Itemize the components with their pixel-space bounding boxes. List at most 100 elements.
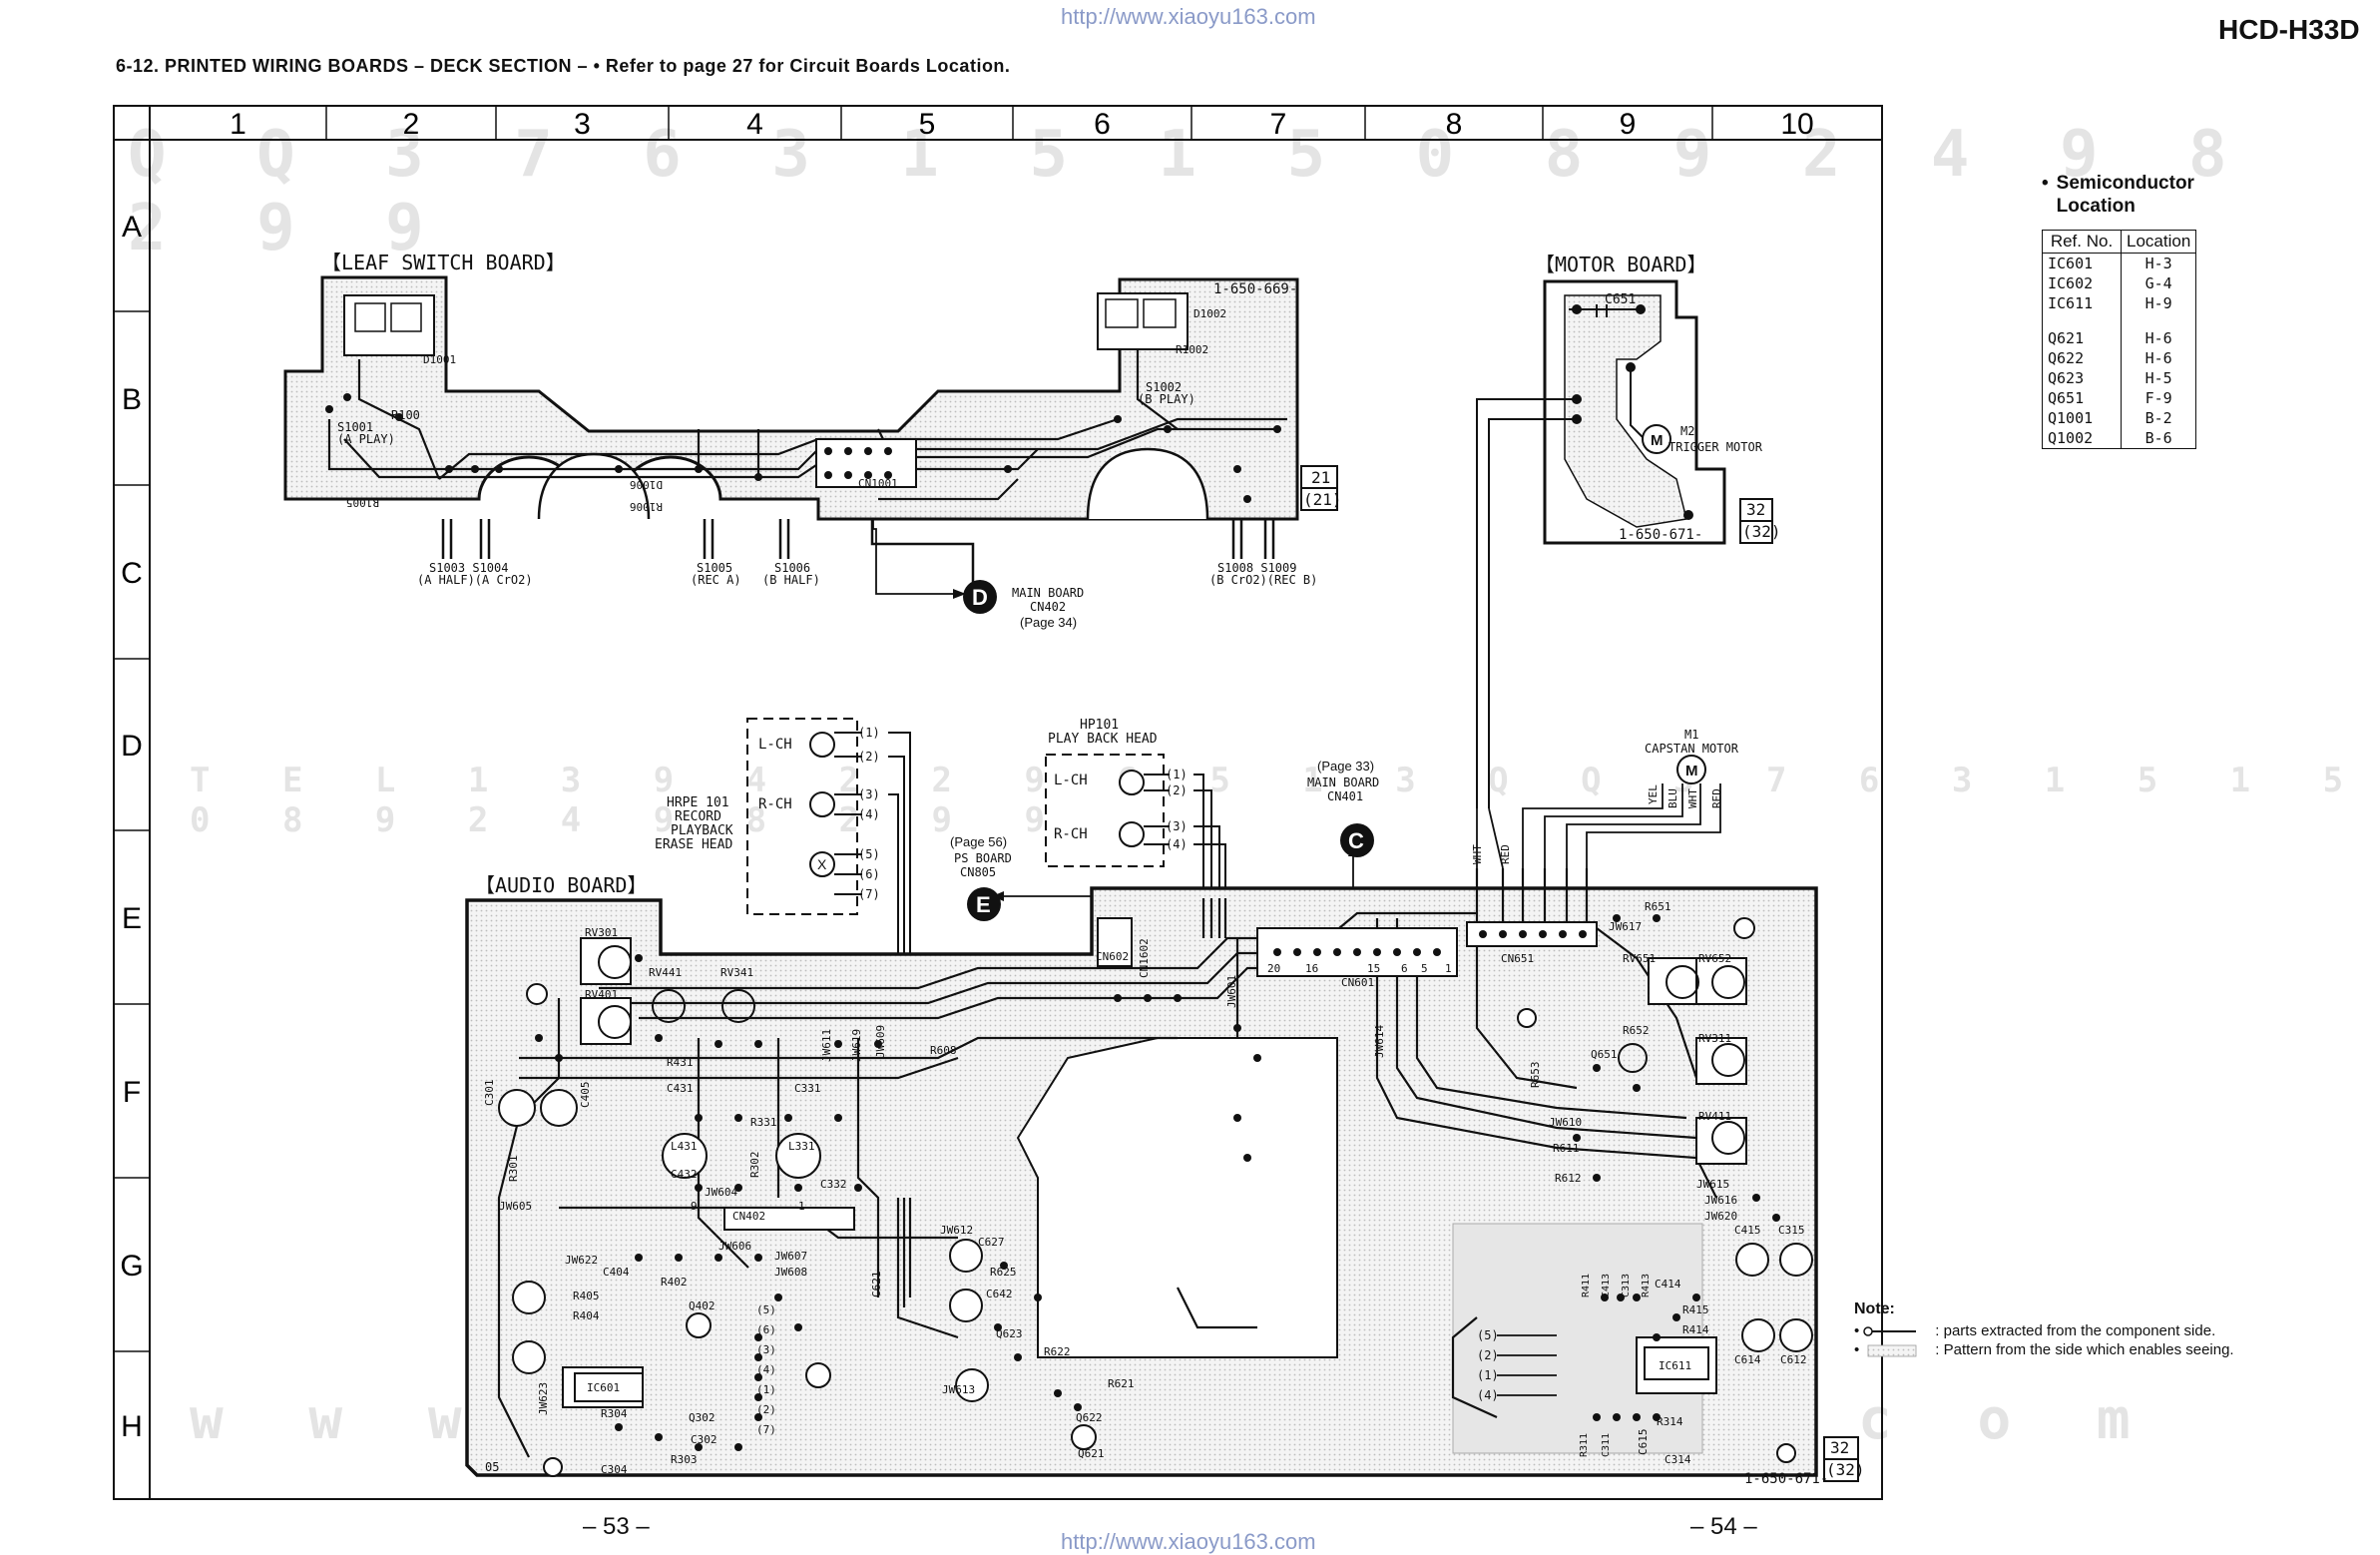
grid-row-label: B: [122, 383, 142, 416]
label-cn601: CN601: [1341, 976, 1374, 989]
label-s1008b: (B CrO2)(REC B): [1209, 573, 1317, 587]
solder-pad: [695, 1184, 703, 1192]
hp101-head: [1045, 754, 1226, 898]
solder-pad: [555, 1054, 563, 1062]
semiconductor-loc: H-9: [2120, 293, 2197, 313]
component-side-symbol: [1867, 1325, 1927, 1337]
label-s1008: S1008 S1009: [1217, 561, 1296, 575]
grid-column-label: 1: [230, 108, 246, 141]
label-r302: R302: [748, 1152, 761, 1179]
label-c404: C404: [603, 1266, 630, 1279]
grid-row-label: F: [123, 1076, 141, 1109]
label-jw619: JW619: [850, 1029, 863, 1062]
label-tag21: 21: [1311, 468, 1330, 487]
solder-pad: [1633, 1294, 1641, 1301]
solder-pad: [1613, 1413, 1621, 1421]
label-r414: R414: [1682, 1323, 1709, 1336]
label-c415: C415: [1734, 1224, 1761, 1237]
label-n9: 9: [691, 1200, 698, 1213]
label-wire_yel: YEL: [1647, 784, 1660, 804]
label-pin4: (4): [1477, 1388, 1499, 1402]
label-cn1602: CN1602: [1138, 938, 1151, 978]
solder-pad: [1413, 948, 1421, 956]
label-m1b: CAPSTAN MOTOR: [1645, 742, 1739, 756]
label-pin3: (3): [756, 1343, 776, 1356]
label-pin7: (7): [858, 887, 880, 901]
solder-pad: [695, 1114, 703, 1122]
label-s1002b: (B PLAY): [1138, 392, 1195, 406]
label-r402: R402: [661, 1276, 688, 1289]
label-r1002: R1002: [1176, 343, 1208, 356]
column-dividers: [325, 106, 1713, 140]
label-d_badge: D: [972, 585, 988, 610]
solder-pad: [734, 1184, 742, 1192]
label-c612: C612: [1780, 1353, 1807, 1366]
label-r100: R100: [391, 408, 420, 422]
label-jw605: JW605: [499, 1200, 532, 1213]
label-d_cn: CN402: [1030, 600, 1066, 614]
label-d1001: D1001: [423, 353, 456, 366]
solder-pad: [784, 1114, 792, 1122]
label-tag32ab: (32): [1742, 522, 1781, 541]
solder-pad: [754, 1393, 762, 1401]
solder-pad: [774, 1294, 782, 1301]
label-s1006: S1006: [774, 561, 810, 575]
semiconductor-loc: G-4: [2120, 273, 2197, 293]
label-s1001b: (A PLAY): [337, 432, 395, 446]
grid-frame: [113, 105, 1883, 1500]
label-jw604: JW604: [705, 1186, 737, 1199]
audio-board: [465, 868, 1859, 1482]
solder-pad: [754, 1413, 762, 1421]
solder-pad: [1034, 1294, 1042, 1301]
semiconductor-ref: Q1002: [2042, 428, 2122, 449]
label-pin4: (4): [756, 1363, 776, 1376]
note-line-1: • : parts extracted from the component s…: [1854, 1321, 2234, 1340]
label-c301: C301: [483, 1080, 496, 1107]
label-hrpe: HRPE 101: [667, 795, 729, 810]
label-rv301: RV301: [585, 926, 618, 939]
url-top[interactable]: http://www.xiaoyu163.com: [1061, 4, 1316, 29]
label-q651: Q651: [1591, 1048, 1618, 1061]
label-q621: Q621: [1078, 1447, 1105, 1460]
semiconductor-location: • Semiconductor Location Ref. No. Locati…: [2042, 172, 2197, 449]
label-c615: C615: [1637, 1429, 1650, 1456]
grid-column-label: 2: [403, 108, 420, 141]
label-jw612: JW612: [940, 1224, 973, 1237]
label-n6: 6: [1401, 962, 1408, 975]
connector-badges: [963, 580, 1374, 921]
label-r652: R652: [1623, 1024, 1650, 1037]
solder-pad: [1617, 1294, 1625, 1301]
label-tag32a: 32: [1746, 500, 1765, 519]
solder-pad: [714, 1254, 722, 1262]
label-jw617: JW617: [1609, 920, 1642, 933]
label-motor_board: 【MOTOR BOARD】: [1535, 253, 1706, 276]
label-pin6: (6): [858, 867, 880, 881]
label-r431: R431: [667, 1056, 694, 1069]
grid-row-label: H: [121, 1410, 143, 1443]
url-bottom[interactable]: http://www.xiaoyu163.com: [1061, 1529, 1316, 1554]
label-c431: C431: [667, 1082, 694, 1095]
label-c314: C314: [1665, 1453, 1691, 1466]
label-r415: R415: [1682, 1303, 1709, 1316]
label-audio_board: 【AUDIO BOARD】: [475, 873, 647, 897]
label-c651: C651: [1605, 292, 1636, 307]
solder-pad: [635, 1254, 643, 1262]
label-hp101b: PLAY BACK HEAD: [1048, 732, 1158, 747]
label-c_cn: CN401: [1327, 789, 1363, 803]
solder-pad: [754, 1040, 762, 1048]
label-c405: C405: [579, 1082, 592, 1109]
solder-pad: [1174, 994, 1182, 1002]
label-c621: C621: [870, 1272, 883, 1298]
semiconductor-ref: Q622: [2042, 348, 2122, 368]
label-hrpe3: PLAYBACK: [671, 823, 733, 838]
solder-pad: [635, 954, 643, 962]
solder-pad: [1633, 1084, 1641, 1092]
solder-pad: [734, 1443, 742, 1451]
label-s1005b: (REC A): [691, 573, 741, 587]
label-c642: C642: [986, 1288, 1013, 1300]
